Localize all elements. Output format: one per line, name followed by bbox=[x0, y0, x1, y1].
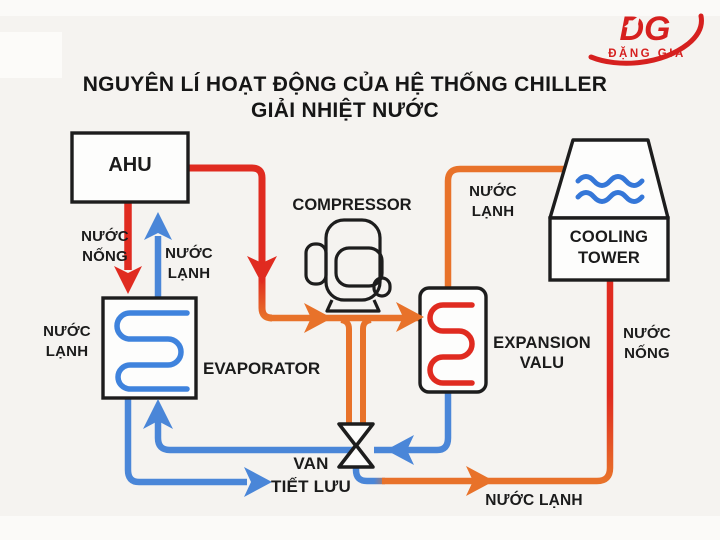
tower-wave-icon bbox=[575, 190, 645, 204]
evaporator-coil bbox=[114, 310, 190, 392]
cooling-tower-label-line1: COOLING bbox=[569, 228, 649, 246]
logo-monogram: DG bbox=[620, 10, 671, 48]
expansion-valve-label-line1: EXPANSION bbox=[493, 334, 591, 352]
arrow-blue-up-evaporator-icon bbox=[143, 399, 173, 429]
water-label-evaporator-cold: NƯỚC LẠNH bbox=[31, 322, 103, 362]
condenser-box bbox=[418, 286, 488, 394]
ahu-box bbox=[70, 131, 190, 204]
water-label-ahu-hot-line1: NƯỚC bbox=[81, 228, 129, 245]
arrow-cold-up-icon bbox=[144, 212, 172, 240]
logo-arrow-icon bbox=[624, 15, 640, 29]
compressor-icon bbox=[304, 218, 392, 313]
tower-wave-icon bbox=[575, 174, 645, 188]
background-patch bbox=[0, 32, 62, 78]
arrow-orange-right-icon bbox=[304, 303, 332, 333]
water-label-ahu-cold: NƯỚC LẠNH bbox=[153, 244, 225, 284]
throttle-valve-label-line2: TIẾT LƯU bbox=[271, 477, 351, 496]
cooling-tower-label: COOLING TOWER bbox=[550, 227, 668, 269]
background-strip-bottom bbox=[0, 516, 720, 540]
arrow-orange-into-condenser-icon bbox=[396, 302, 424, 332]
throttle-valve-label-line1: VAN bbox=[293, 454, 329, 473]
diagram-title: NGUYÊN LÍ HOẠT ĐỘNG CỦA HỆ THỐNG CHILLER… bbox=[0, 72, 690, 124]
water-label-bottom-cold: NƯỚC LẠNH bbox=[485, 492, 583, 509]
diagram-title-line1: NGUYÊN LÍ HOẠT ĐỘNG CỦA HỆ THỐNG CHILLER bbox=[82, 73, 608, 96]
condenser-coil bbox=[427, 302, 475, 386]
cooling-tower-label-line2: TOWER bbox=[577, 249, 641, 267]
pipe-valve-bottom-out bbox=[352, 461, 385, 485]
cooling-tower-base bbox=[548, 216, 670, 282]
throttle-valve-label: VAN TIẾT LƯU bbox=[256, 452, 366, 498]
pipe-condenser-to-valve bbox=[374, 388, 452, 454]
water-label-tower-hot-line1: NƯỚC bbox=[623, 325, 671, 342]
pipe-ahu-to-compressor bbox=[188, 164, 273, 322]
arrow-blue-left-icon bbox=[386, 435, 414, 465]
throttle-valve-icon bbox=[337, 422, 375, 469]
compressor-label: COMPRESSOR bbox=[292, 196, 412, 214]
expansion-valve-label-line2: VALU bbox=[519, 354, 565, 372]
arrow-orange-bottom-icon bbox=[466, 466, 494, 496]
water-label-tower-cold-line2: LẠNH bbox=[471, 203, 515, 220]
water-label-evaporator-cold-line2: LẠNH bbox=[45, 343, 89, 360]
logo-swoosh-icon bbox=[588, 13, 704, 66]
expansion-valve-label: EXPANSION VALU bbox=[486, 333, 598, 373]
water-label-ahu-hot: NƯỚC NỐNG bbox=[60, 227, 150, 267]
diagram-title-line2: GIẢI NHIỆT NƯỚC bbox=[250, 99, 439, 122]
water-label-ahu-cold-line1: NƯỚC bbox=[165, 245, 213, 262]
evaporator-label: EVAPORATOR bbox=[203, 359, 321, 378]
brand-logo: DG ĐẶNG GIA bbox=[583, 6, 715, 68]
water-label-tower-cold-line1: NƯỚC bbox=[469, 183, 517, 200]
ahu-label: AHU bbox=[108, 154, 152, 176]
water-label-tower-hot-line2: NỐNG bbox=[624, 345, 670, 362]
pipe-evaporator-bottom-out bbox=[124, 394, 247, 486]
pipe-valve-riser-right bbox=[360, 317, 372, 424]
arrow-red-down-icon bbox=[247, 256, 277, 284]
water-label-tower-cold: NƯỚC LẠNH bbox=[457, 182, 529, 222]
water-label-tower-hot: NƯỚC NỐNG bbox=[611, 324, 683, 364]
water-label-ahu-hot-line2: NỐNG bbox=[82, 248, 128, 265]
water-label-ahu-cold-line2: LẠNH bbox=[167, 265, 211, 282]
arrow-blue-right-icon bbox=[244, 467, 272, 497]
pipe-bottom-to-tower bbox=[382, 270, 614, 485]
pipe-condenser-to-tower bbox=[444, 165, 566, 292]
arrow-hot-down-icon bbox=[114, 266, 142, 294]
logo-company-name: ĐẶNG GIA bbox=[608, 47, 686, 60]
water-label-evaporator-cold-line1: NƯỚC bbox=[43, 323, 91, 340]
pipe-valve-to-evaporator bbox=[154, 408, 354, 454]
brand-logo-art: DG ĐẶNG GIA bbox=[588, 10, 704, 66]
pipe-valve-riser-left bbox=[340, 317, 352, 424]
background-strip-top bbox=[0, 0, 720, 16]
